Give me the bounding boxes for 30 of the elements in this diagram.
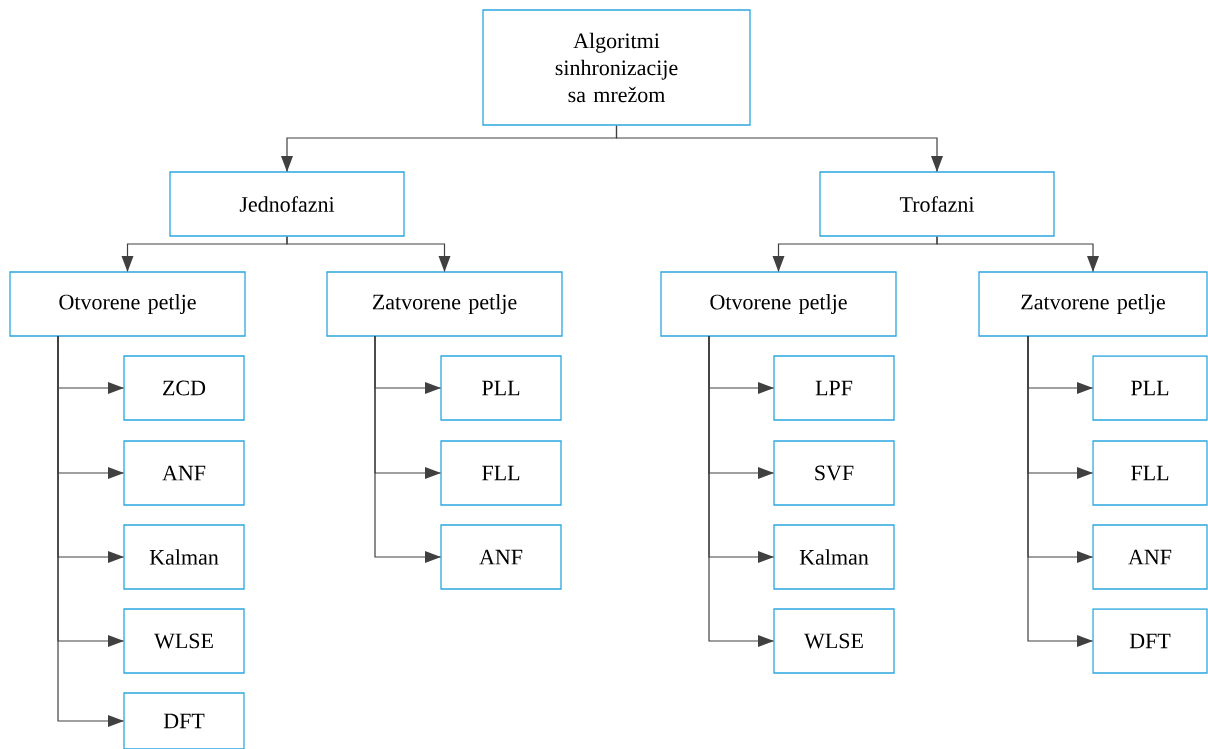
method-box: FLL <box>1092 440 1208 506</box>
method-box: ANF <box>1092 524 1208 590</box>
method-box: Kalman <box>123 524 245 590</box>
method-box: FLL <box>440 440 562 506</box>
method-box: DFT <box>1092 608 1208 674</box>
arrow <box>615 125 943 172</box>
method-box: DFT <box>123 692 245 749</box>
arrow <box>286 236 451 272</box>
arrow <box>1027 335 1093 647</box>
arrow <box>57 335 124 727</box>
method-box: ZCD <box>123 355 245 421</box>
method-box: WLSE <box>123 608 245 674</box>
method-box: PLL <box>1092 355 1208 421</box>
method-box: WLSE <box>773 608 895 674</box>
group-box: Otvorene petlje <box>660 271 897 337</box>
arrow <box>708 335 774 647</box>
arrow <box>374 335 441 563</box>
method-box: ANF <box>440 524 562 590</box>
group-box: Zatvorene petlje <box>326 271 563 337</box>
method-box: LPF <box>773 355 895 421</box>
group-box: Zatvorene petlje <box>978 271 1208 337</box>
root-box: Algoritmi sinhronizacije sa mrežom <box>482 9 751 126</box>
category-box: Jednofazni <box>169 171 405 237</box>
method-box: Kalman <box>773 524 895 590</box>
group-box: Otvorene petlje <box>9 271 246 337</box>
arrow <box>936 236 1099 272</box>
method-box: PLL <box>440 355 562 421</box>
category-box: Trofazni <box>819 171 1055 237</box>
method-box: ANF <box>123 440 245 506</box>
method-box: SVF <box>773 440 895 506</box>
